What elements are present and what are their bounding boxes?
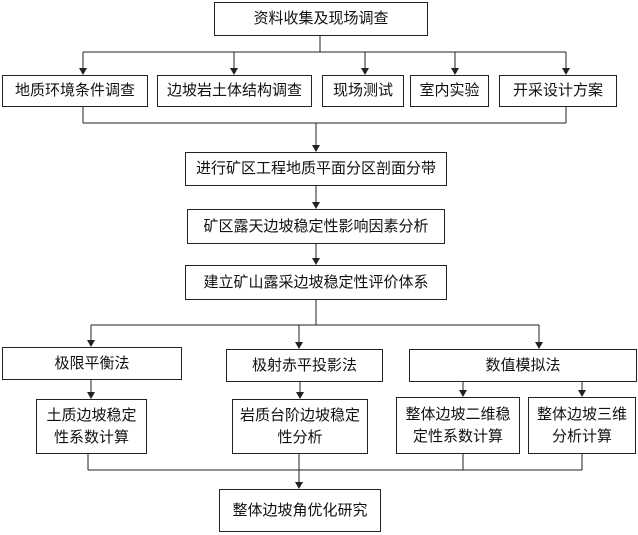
- node-calc-2d: 整体边坡二维稳定性系数计算: [396, 397, 520, 454]
- node-factors: 矿区露天边坡稳定性影响因素分析: [187, 209, 445, 244]
- node-geo-env: 地质环境条件调查: [2, 75, 148, 107]
- node-rock-analysis: 岩质台阶边坡稳定性分析: [232, 399, 368, 454]
- node-survey: 资料收集及现场调查: [214, 2, 428, 36]
- node-stereo-projection: 极射赤平投影法: [226, 349, 383, 382]
- node-limit-equilibrium: 极限平衡法: [2, 347, 182, 380]
- node-calc-3d: 整体边坡三维分析计算: [528, 397, 636, 454]
- node-eval-system: 建立矿山露采边坡稳定性评价体系: [185, 265, 447, 300]
- node-zoning: 进行矿区工程地质平面分区剖面分带: [185, 152, 447, 186]
- node-field-test: 现场测试: [322, 75, 404, 107]
- node-numeric-sim: 数值模拟法: [409, 349, 637, 382]
- node-mining-plan: 开采设计方案: [499, 75, 617, 107]
- node-lab-test: 室内实验: [410, 75, 489, 107]
- node-soil-calc: 土质边坡稳定性系数计算: [36, 399, 147, 454]
- node-rock-struct: 边坡岩土体结构调查: [157, 75, 312, 107]
- node-optimize: 整体边坡角优化研究: [219, 489, 381, 532]
